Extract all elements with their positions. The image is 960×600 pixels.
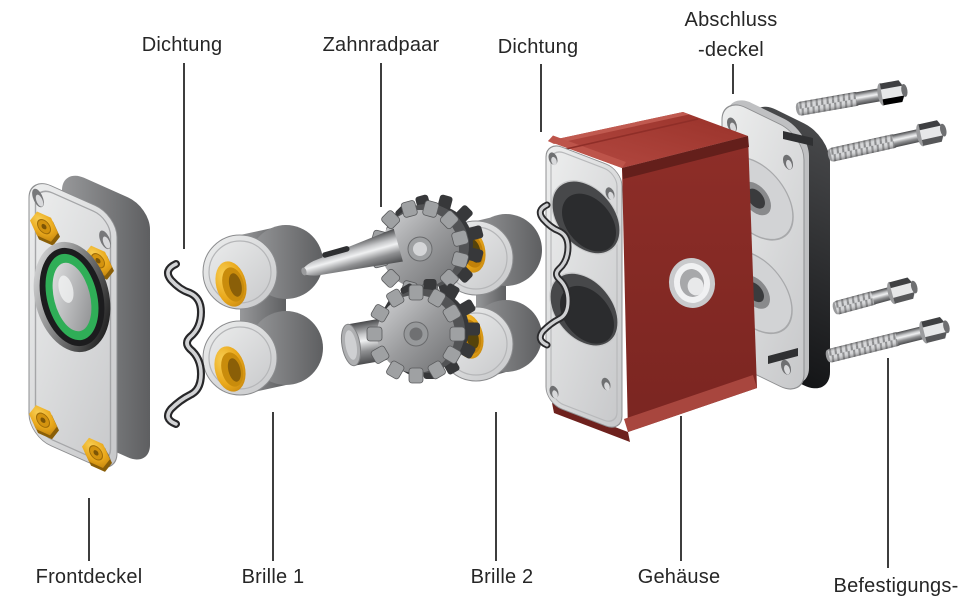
port-hole [668,258,716,308]
leader-dichtung-top [183,63,185,249]
label-abschlussdeckel: Abschluss -deckel [685,5,778,65]
drive-shaft [301,228,403,276]
label-brille2: Brille 2 [470,566,534,588]
part-zahnradpaar [340,194,484,384]
part-befestigungsschrauben [795,80,950,363]
leader-zahnradpaar [380,63,382,207]
leader-abschlussdeckel [732,64,734,94]
hex-nut [29,405,59,440]
label-abschlussdeckel-line1: Abschluss [684,9,778,31]
leader-brille2 [495,412,497,561]
hex-nut [30,211,60,246]
part-brille1 [202,225,323,396]
part-gehaeuse [545,112,757,442]
part-dichtung-top [163,260,205,428]
leader-brille1 [272,412,274,561]
part-frontdeckel [28,175,150,472]
hex-nut [82,437,112,472]
shaft-seal [33,241,111,353]
label-zahnradpaar: Zahnradpaar [322,34,440,56]
leader-frontdeckel [88,498,90,561]
bushing-bore [214,346,246,392]
label-abschlussdeckel-line2: -deckel [698,39,764,61]
label-brille1: Brille 1 [241,566,305,588]
bushing-bore [215,261,247,307]
leader-gehaeuse [680,416,682,561]
label-gehaeuse: Gehäuse [637,566,721,588]
leader-befestigungs [887,358,889,568]
label-dichtung-right: Dichtung [497,36,579,58]
part-dichtung-right [536,201,572,349]
label-dichtung-top: Dichtung [141,34,223,56]
label-befestigungs: Befestigungs- [833,575,959,597]
leader-dichtung-right [540,64,542,132]
label-frontdeckel: Frontdeckel [35,566,143,588]
